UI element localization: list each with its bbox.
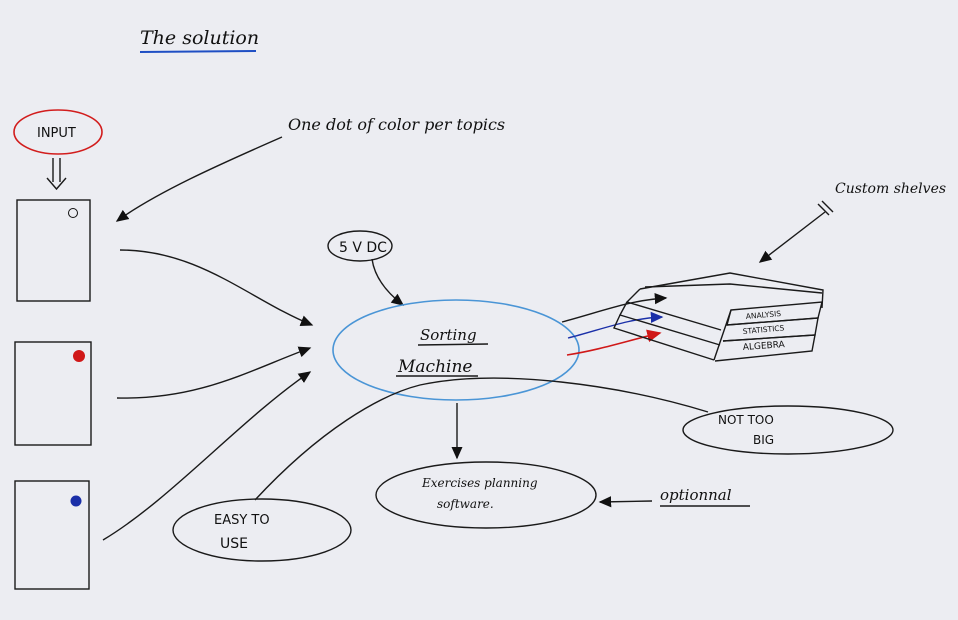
card-red — [14, 341, 92, 446]
title-underline — [139, 50, 257, 53]
blue-dot — [70, 495, 82, 507]
size-note-line1: NOT TOO — [718, 413, 774, 427]
topic-note-arrow — [115, 136, 283, 222]
ease-note-oval — [172, 498, 352, 562]
card-blue — [14, 480, 90, 590]
power-label: 5 V DC — [339, 240, 387, 256]
machine-label-1: Sorting — [420, 326, 477, 344]
card-arrow-3 — [102, 371, 312, 541]
optional-note: optionnal — [660, 486, 732, 504]
size-note-connector — [254, 377, 709, 501]
shelf-label-algebra: ALGEBRA — [743, 340, 786, 353]
software-oval — [375, 461, 597, 529]
power-arrow — [371, 258, 405, 306]
size-note-line2: BIG — [753, 433, 774, 447]
card-arrow-2 — [116, 346, 312, 399]
ease-note-line1: EASY TO — [214, 513, 270, 528]
output-arrow-red — [566, 329, 662, 356]
power-oval — [327, 230, 393, 262]
shelves-note-arrow — [758, 211, 826, 263]
double-arrow-down-icon — [46, 158, 67, 191]
topic-note: One dot of color per topics — [288, 115, 505, 134]
machine-oval — [332, 299, 580, 401]
input-oval — [13, 109, 103, 155]
empty-dot — [68, 208, 78, 218]
output-arrow-black — [561, 293, 668, 323]
card-no-color — [16, 199, 91, 302]
shelves-note: Custom shelves — [835, 181, 946, 197]
size-note-oval — [682, 405, 894, 455]
ease-note-line2: USE — [220, 536, 248, 552]
input-label: INPUT — [37, 126, 76, 141]
machine-label-2: Machine — [397, 357, 472, 377]
card-arrow-1 — [119, 249, 314, 327]
page-title: The solution — [140, 27, 259, 49]
shelf-label-statistics: STATISTICS — [742, 323, 785, 336]
red-dot — [73, 350, 85, 362]
optional-arrow — [598, 496, 653, 508]
shelf-label-analysis: ANALYSIS — [745, 309, 781, 321]
custom-shelves — [613, 272, 824, 362]
software-label-2: software. — [437, 497, 494, 511]
software-label-1: Exercises planning — [421, 476, 538, 490]
